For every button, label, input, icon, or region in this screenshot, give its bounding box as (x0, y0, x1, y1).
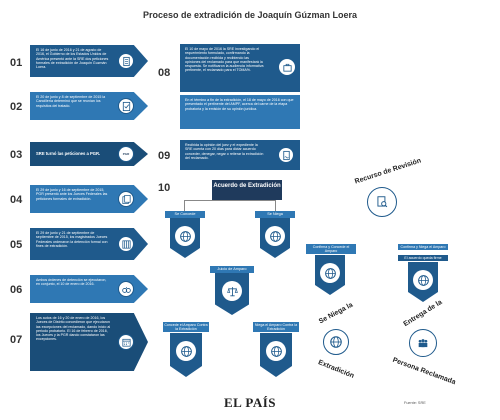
se-niega-shield (260, 218, 290, 258)
calendar-icon (118, 334, 134, 350)
se-niega-label: Se Niega (255, 211, 295, 218)
connector-line (184, 200, 276, 201)
step-text: Ambos órdenes de detención se ejecutaron… (36, 278, 107, 287)
entrega-persona-badge (402, 322, 444, 364)
confirma-concede-label: Confirma y Concede el Amparo (306, 244, 356, 254)
document-stack-icon (118, 191, 134, 207)
step-number: 04 (10, 194, 23, 206)
scales-icon (222, 281, 242, 301)
se-niega-extradicion-badge (316, 322, 356, 362)
concede-amparo-label: Concede el Amparo Contra la Extradición (163, 322, 209, 332)
step-number: 08 (158, 67, 171, 79)
acuerdo-extradicion-header: Acuerdo de Extradición (212, 180, 282, 200)
step-number: 01 (10, 57, 23, 69)
se-concede-shield (170, 218, 200, 258)
jail-bars-icon (118, 236, 134, 252)
niega-amparo-label: Niega el Amparo Contra la Extradición (253, 322, 299, 332)
checklist-icon (118, 98, 134, 114)
step-08b-banner: En el término a fin de la extradición, e… (180, 95, 300, 129)
confirma-niega-label: Confirma y Niega el Amparo (398, 244, 448, 250)
connector-line (275, 201, 276, 211)
concede-amparo-shield (170, 333, 202, 377)
handcuffs-icon (118, 281, 134, 297)
contract-icon (278, 147, 294, 163)
step-text: Los autos de 16 y 20 de enero de 2016, l… (36, 316, 111, 342)
step-number: 10 (158, 182, 171, 194)
source-note: Fuente: SRE (404, 401, 426, 405)
globe-icon (175, 226, 195, 246)
step-text: El 10 de mayo de 2016 la SRE investigand… (185, 47, 264, 73)
step-number: 06 (10, 284, 23, 296)
diagram-title: Proceso de extradición de Joaquín Gúzman… (142, 10, 358, 20)
step-text: Recibida la opinión del juez y el expedi… (185, 143, 264, 160)
globe-icon (176, 341, 196, 361)
globe-icon (265, 226, 285, 246)
globe-icon (320, 263, 340, 283)
juicio-amparo-shield (215, 273, 249, 315)
step-text: SRE turnó las peticiones a PGR. (36, 151, 101, 156)
globe-icon (323, 329, 349, 355)
connector-line (184, 201, 185, 211)
document-review-icon (367, 187, 397, 217)
acuerdo-firme-shield (408, 262, 438, 302)
acuerdo-firme-label: El acuerdo queda firme (398, 255, 448, 261)
globe-icon (413, 270, 433, 290)
step-text: En el término a fin de la extradición, e… (185, 98, 294, 111)
briefcase-icon (278, 58, 296, 76)
recurso-revision-badge (360, 180, 404, 224)
group-people-icon (409, 329, 437, 357)
step-text: El 20 de junio y 8 de septiembre de 2015… (36, 95, 106, 108)
se-concede-label: Se Concede (165, 211, 205, 218)
step-text: El 29 de junio y 21 de septiembre de sep… (36, 231, 108, 248)
niega-amparo-shield (260, 333, 292, 377)
step-number: 03 (10, 149, 23, 161)
confirma-concede-shield (315, 255, 345, 295)
pgr-label: PGR (122, 152, 130, 156)
juicio-amparo-label: Juicio de Amparo (210, 266, 254, 273)
pgr-seal-icon: PGR (118, 146, 134, 162)
step-number: 07 (10, 334, 23, 346)
document-icon (118, 53, 134, 69)
step-text: El 16 de junio de 2016 y 21 de agosto de… (36, 48, 109, 70)
step-number: 05 (10, 239, 23, 251)
globe-icon (266, 341, 286, 361)
step-number: 09 (158, 150, 171, 162)
el-pais-logo: EL PAÍS (223, 395, 277, 410)
step-text: El 29 de junio y 16 de septiembre de 201… (36, 188, 108, 201)
step-number: 02 (10, 101, 23, 113)
